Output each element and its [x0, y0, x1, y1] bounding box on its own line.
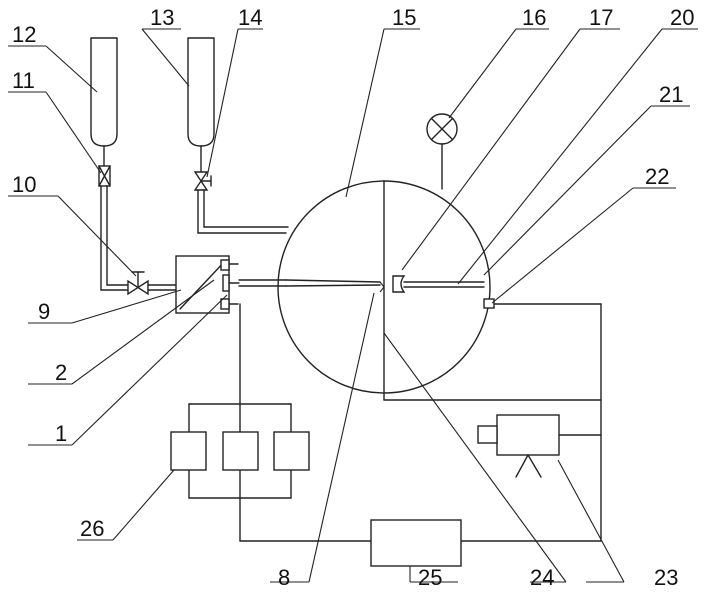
pipe-from-cylinder-12 [101, 186, 128, 290]
label-13: 13 [150, 5, 174, 30]
camera-23 [478, 415, 559, 477]
label-15: 15 [392, 5, 416, 30]
chamber-15 [278, 181, 490, 400]
valve-14 [195, 172, 211, 190]
label-12: 12 [12, 22, 36, 47]
label-25: 25 [418, 565, 442, 590]
label-17: 17 [589, 5, 613, 30]
label-11: 11 [12, 68, 35, 93]
gas-cylinder-13 [188, 38, 214, 172]
label-1: 1 [55, 421, 67, 446]
label-9: 9 [38, 299, 50, 324]
control-unit-25 [240, 520, 461, 566]
label-20: 20 [670, 5, 694, 30]
power-units-26 [171, 304, 309, 541]
label-24: 24 [530, 565, 554, 590]
sample-holder-17 [393, 276, 404, 292]
label-8: 8 [278, 565, 290, 590]
valve-11 [99, 166, 110, 186]
label-22: 22 [645, 164, 669, 189]
probe-rod-8 [239, 280, 380, 286]
gas-cylinder-12 [91, 38, 117, 166]
label-26: 26 [80, 516, 104, 541]
label-21: 21 [659, 82, 683, 107]
label-23: 23 [654, 565, 678, 590]
label-10: 10 [12, 172, 36, 197]
pipe-from-cylinder-13 [198, 190, 288, 233]
rod-20 [404, 282, 484, 287]
label-14: 14 [238, 5, 262, 30]
pressure-gauge-16 [427, 114, 457, 189]
label-2: 2 [55, 360, 67, 385]
reference-labels: 12 11 13 14 10 9 2 1 15 16 17 20 21 22 2… [12, 5, 694, 590]
label-16: 16 [522, 5, 546, 30]
wiring-right [384, 304, 601, 541]
port-22 [484, 299, 601, 308]
leader-lines [8, 29, 698, 582]
